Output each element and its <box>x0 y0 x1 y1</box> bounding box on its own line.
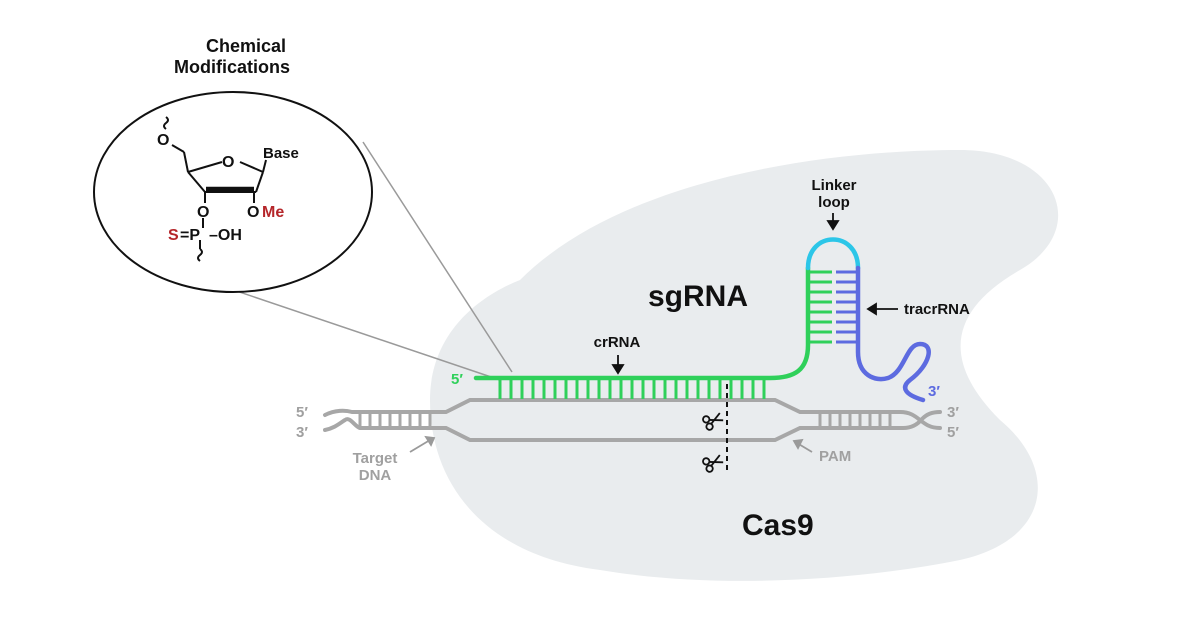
crrna-label: crRNA <box>594 334 641 351</box>
rna-3prime-label: 3′ <box>928 383 940 400</box>
crrna-strand <box>473 265 811 381</box>
scissors-icon <box>702 412 724 431</box>
sgrna-label: sgRNA <box>648 280 748 313</box>
dna-right-bottom-label: 5′ <box>947 424 959 441</box>
rna-5prime-label: 5′ <box>451 371 463 388</box>
pam-label: PAM <box>819 448 851 465</box>
dna-left-rungs <box>358 412 432 428</box>
crrna-rungs <box>498 378 766 399</box>
scissors-icon <box>702 454 724 473</box>
tracrrna-label: tracrRNA <box>904 301 970 318</box>
dna-left-top-label: 5′ <box>296 404 308 421</box>
chem-ring-oxygen: O <box>222 154 234 171</box>
dna-right-top-label: 3′ <box>947 404 959 421</box>
chem-3-oxygen: O <box>197 204 209 221</box>
target-dna-arrow <box>409 439 431 453</box>
wavy-bond-top <box>163 116 169 130</box>
chem-sulfur: S <box>168 227 179 244</box>
linker-label-line-2: loop <box>818 194 850 211</box>
chem-2-oxygen: O <box>247 204 259 221</box>
chemical-structure <box>163 116 267 262</box>
target-dna-label-line-2: DNA <box>359 467 392 484</box>
dna-bottom-strand <box>323 410 942 442</box>
title-line-2: Modifications <box>174 57 290 77</box>
linker-label-line-1: Linker <box>811 177 856 194</box>
linker-loop <box>805 237 861 271</box>
dna-right-rungs <box>818 412 892 428</box>
gray-arrows <box>409 435 813 453</box>
cas9-protein-shape <box>430 150 1059 581</box>
chem-top-oxygen: O <box>157 132 169 149</box>
target-dna-label-line-1: Target <box>353 450 398 467</box>
chem-base-label: Base <box>263 145 299 162</box>
chem-hydroxyl: –OH <box>209 227 242 244</box>
callout-line-top <box>362 141 513 373</box>
cas9-label: Cas9 <box>742 509 814 542</box>
wavy-bond-bottom <box>197 248 203 262</box>
title-line-1: Chemical <box>206 36 286 56</box>
dna-top-strand <box>323 398 942 430</box>
stem-green-rungs <box>810 270 832 344</box>
dna-left-bottom-label: 3′ <box>296 424 308 441</box>
stem-purple-rungs <box>836 270 857 344</box>
chem-phosphorus: =P <box>180 227 200 244</box>
callout-line-bottom <box>194 276 501 381</box>
target-dna <box>323 398 942 442</box>
annotation-arrows <box>611 213 898 375</box>
tracrrna-strand <box>855 265 931 403</box>
chem-methyl: Me <box>262 204 284 221</box>
